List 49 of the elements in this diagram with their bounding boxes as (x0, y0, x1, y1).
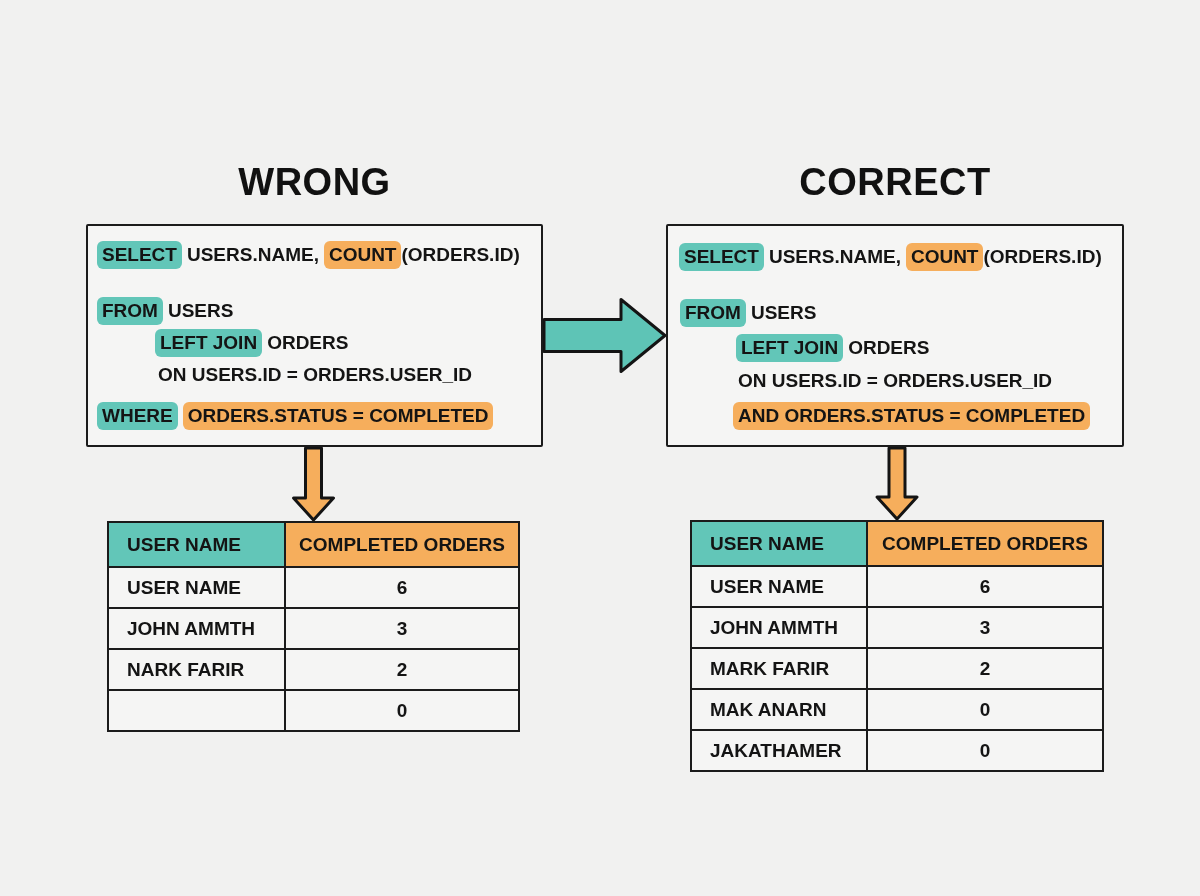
panel-heading: WRONG (238, 160, 391, 204)
code-text: ORDERS (267, 331, 349, 355)
panel-heading: CORRECT (799, 160, 991, 204)
highlighted-code: SELECT (679, 243, 764, 271)
table-cell: JAKATHAMER (692, 729, 866, 770)
table-cell: 0 (866, 688, 1102, 729)
result-table (690, 520, 1104, 772)
code-text: (ORDERS.ID) (401, 243, 520, 267)
code-text: USERS (750, 301, 817, 325)
block-arrow (875, 446, 919, 521)
code-text: USERS.NAME, (768, 245, 901, 269)
code-text: (ORDERS.ID) (983, 245, 1102, 269)
highlighted-code: SELECT (97, 241, 182, 269)
table-cell: USER NAME (109, 566, 284, 607)
code-text: USERS.NAME, (186, 243, 319, 267)
table-cell: 3 (284, 607, 518, 648)
table-cell: 0 (284, 689, 518, 730)
code-text: USERS (167, 299, 234, 323)
table-cell: MAK ANARN (692, 688, 866, 729)
table-cell: JOHN AMMTH (692, 606, 866, 647)
highlighted-code: COUNT (905, 243, 984, 271)
table-cell: 2 (866, 647, 1102, 688)
table-cell: 6 (866, 565, 1102, 606)
result-table (107, 521, 520, 732)
table-cell: USER NAME (692, 565, 866, 606)
highlighted-code: FROM (680, 299, 746, 327)
table-cell: 0 (866, 729, 1102, 770)
highlighted-code: AND ORDERS.STATUS = COMPLETED (733, 402, 1091, 430)
column-header: COMPLETED ORDERS (866, 522, 1102, 565)
column-header: USER NAME (109, 523, 284, 566)
highlighted-code: LEFT JOIN (155, 329, 263, 357)
block-arrow (542, 298, 667, 373)
table-cell: 6 (284, 566, 518, 607)
highlighted-code: COUNT (323, 241, 402, 269)
table-cell: 3 (866, 606, 1102, 647)
code-text: ON USERS.ID = ORDERS.USER_ID (738, 369, 1053, 393)
code-text: ON USERS.ID = ORDERS.USER_ID (158, 363, 473, 387)
highlighted-code: FROM (97, 297, 163, 325)
column-header: COMPLETED ORDERS (284, 523, 518, 566)
code-text: ORDERS (848, 336, 930, 360)
highlighted-code: ORDERS.STATUS = COMPLETED (182, 402, 494, 430)
highlighted-code: WHERE (97, 402, 178, 430)
highlighted-code: LEFT JOIN (736, 334, 844, 362)
table-cell: JOHN AMMTH (109, 607, 284, 648)
table-cell: 2 (284, 648, 518, 689)
block-arrow (292, 446, 335, 522)
column-header: USER NAME (692, 522, 866, 565)
table-cell: NARK FARIR (109, 648, 284, 689)
table-cell: MARK FARIR (692, 647, 866, 688)
